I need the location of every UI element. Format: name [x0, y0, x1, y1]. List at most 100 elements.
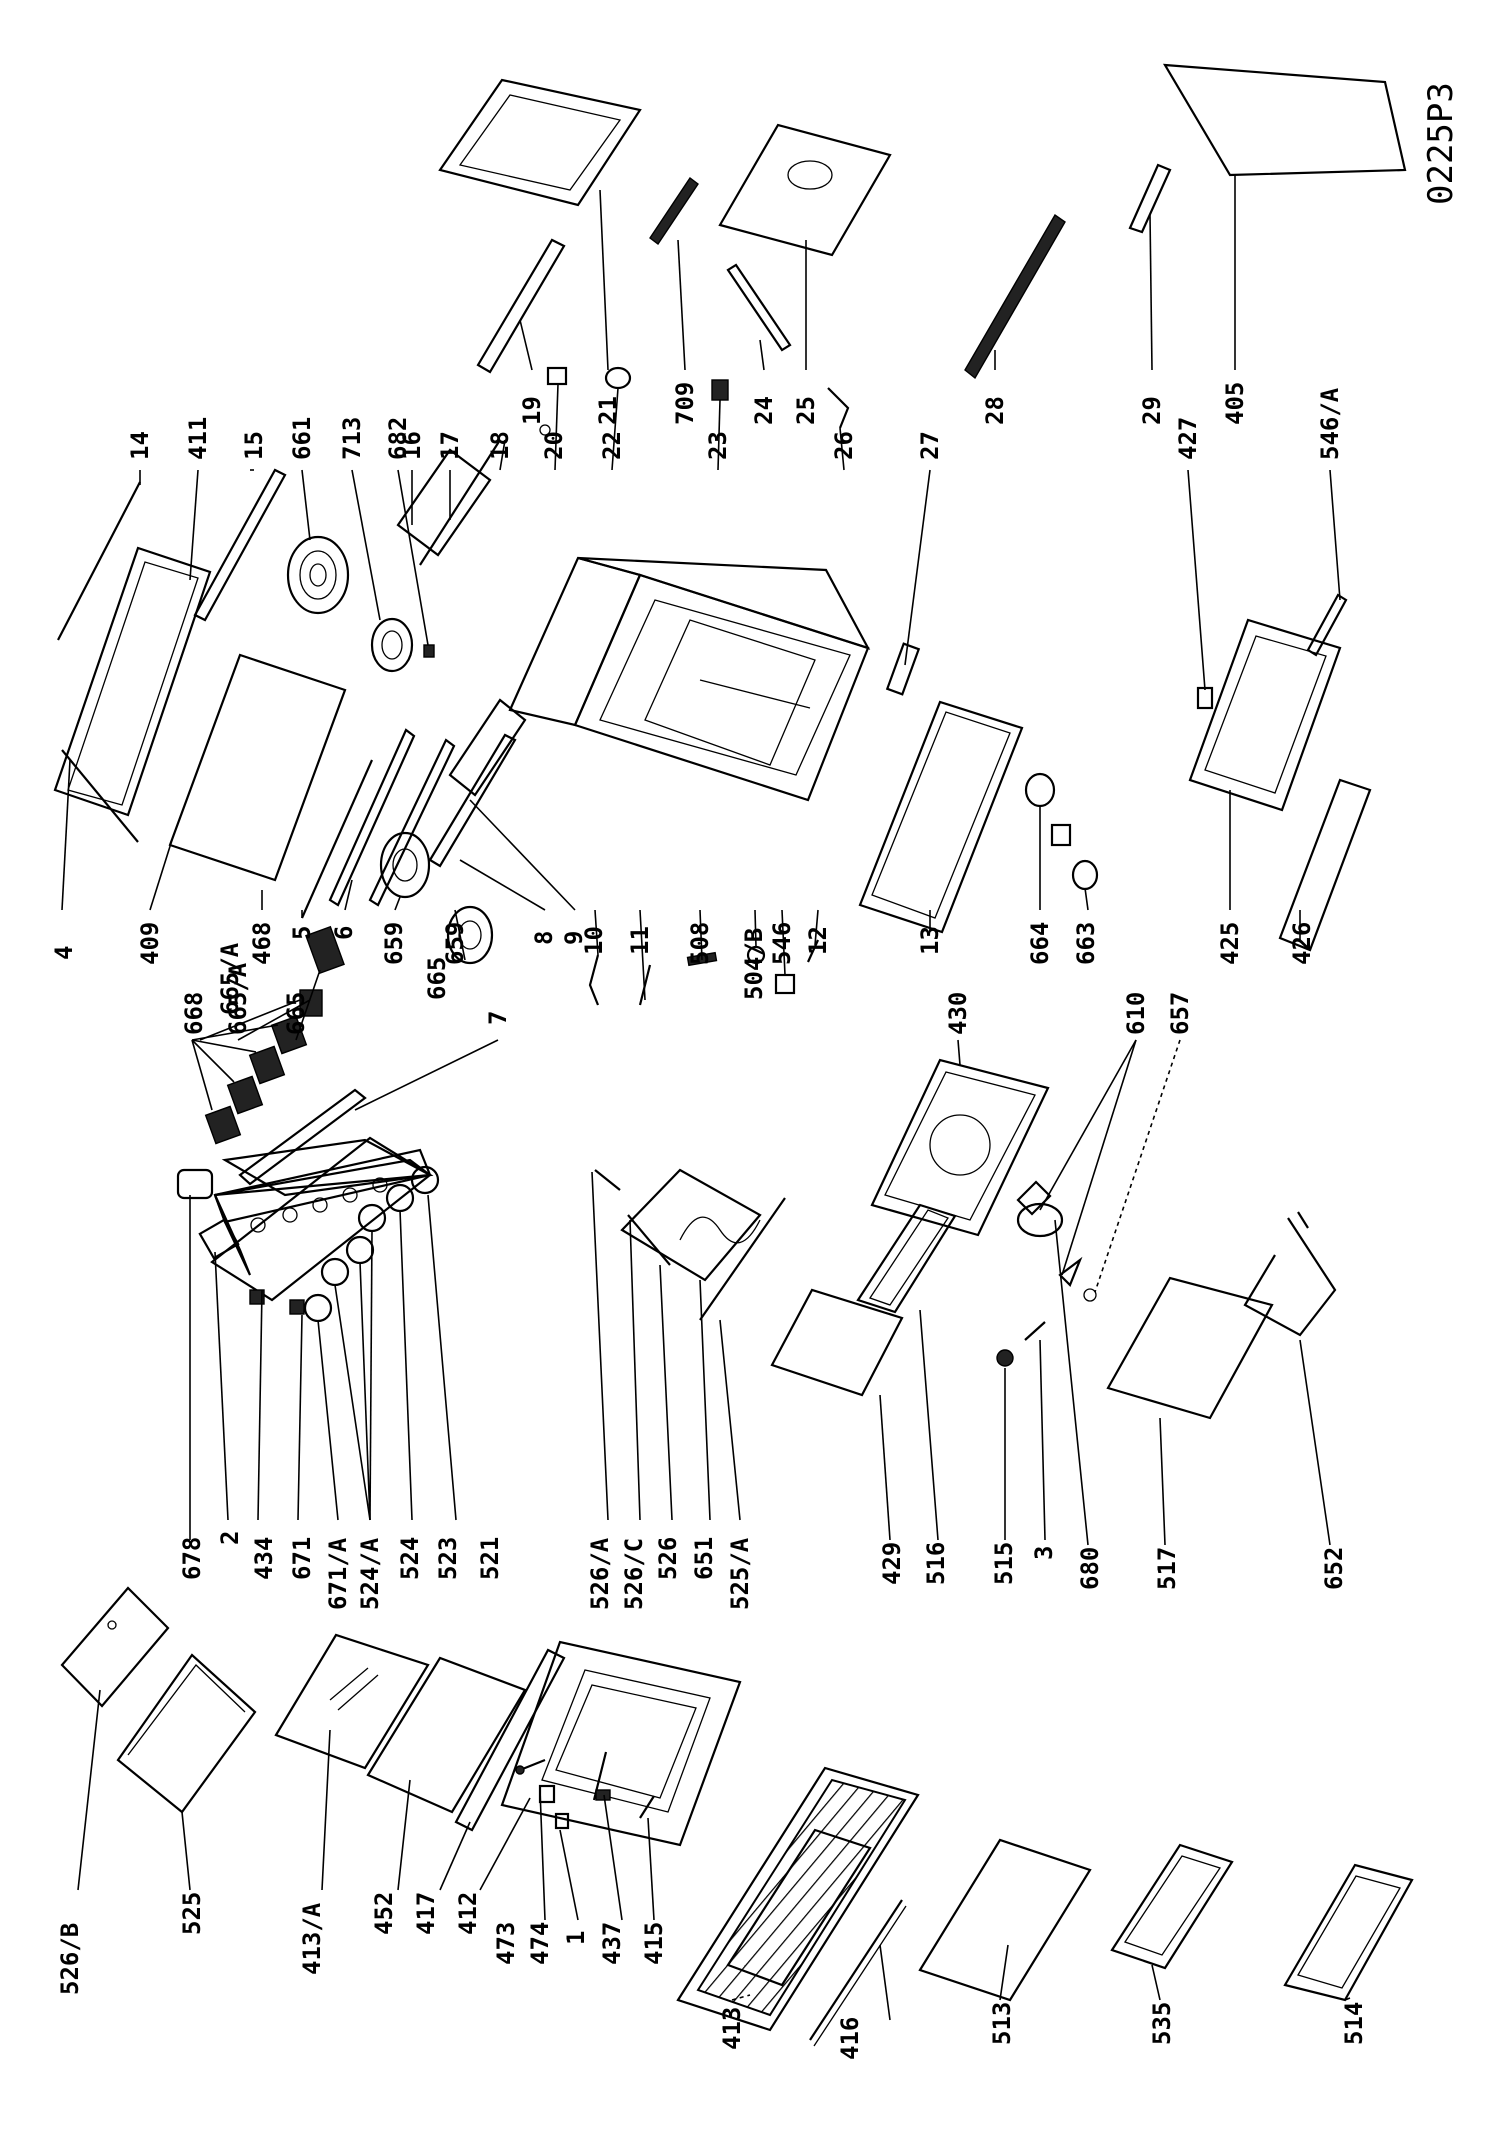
part-517-tray	[1106, 1276, 1274, 1420]
part-665a-selector	[299, 989, 323, 1017]
label-1: 1	[562, 1931, 590, 1945]
part-22-ring	[604, 366, 632, 390]
label-415: 415	[640, 1922, 668, 1965]
part-14-strip	[57, 481, 141, 641]
leader-lines	[61, 175, 1351, 2021]
label-514: 514	[1340, 2002, 1368, 2045]
part-526a-wire	[594, 1169, 621, 1191]
part-26-bracket	[827, 387, 850, 429]
part-546a-rail	[1306, 593, 1348, 657]
label-678: 678	[178, 1537, 206, 1580]
label-9: 9	[560, 931, 588, 945]
part-437-hinge	[592, 1751, 611, 1801]
part-526-rod	[627, 1214, 671, 1266]
part-411-hob-frame	[53, 546, 212, 817]
part-413a-glass	[274, 1633, 430, 1770]
label-665: 665	[282, 992, 310, 1035]
label-409: 409	[136, 922, 164, 965]
label-430: 430	[944, 992, 972, 1035]
label-13: 13	[916, 926, 944, 955]
label-508: 508	[686, 922, 714, 965]
part-474-clip	[538, 1784, 556, 1804]
part-526b-door-panel	[60, 1586, 170, 1708]
part-661-hotplate	[286, 535, 350, 615]
label-6: 6	[330, 926, 358, 940]
part-516-shelf-guides	[856, 1203, 957, 1314]
drawing-code: 0225P3	[1421, 82, 1461, 205]
label-665-b: 665	[423, 957, 451, 1000]
label-659b: 659	[441, 922, 469, 965]
part-657-fan	[1058, 1256, 1097, 1302]
label-521: 521	[476, 1537, 504, 1580]
label-18: 18	[486, 431, 514, 460]
part-473-screw	[515, 1758, 546, 1775]
part-8-strip	[428, 733, 517, 868]
label-663: 663	[1072, 922, 1100, 965]
label-709: 709	[671, 382, 699, 425]
label-525: 525	[178, 1892, 206, 1935]
label-20: 20	[540, 431, 568, 460]
label-473: 473	[492, 1922, 520, 1965]
part-3-pin	[1024, 1321, 1046, 1341]
label-12: 12	[804, 926, 832, 955]
label-680: 680	[1076, 1547, 1104, 1590]
part-652-element	[1243, 1211, 1337, 1337]
part-671a-switch	[289, 1299, 305, 1315]
part-23-bracket	[711, 379, 729, 401]
label-523: 523	[434, 1537, 462, 1580]
part-21-control-box	[438, 78, 642, 207]
part-17-strip	[419, 439, 501, 566]
label-513: 513	[988, 2002, 1016, 2045]
label-535: 535	[1148, 2002, 1176, 2045]
label-671: 671	[288, 1537, 316, 1580]
label-26: 26	[830, 431, 858, 460]
label-413: 413	[718, 2007, 746, 2050]
part-671-switch	[249, 1289, 265, 1305]
label-24: 24	[750, 396, 778, 425]
label-452: 452	[370, 1892, 398, 1935]
part-25-bracket	[718, 123, 892, 257]
part-678-timer	[176, 1168, 214, 1200]
part-4-strip	[61, 749, 139, 843]
part-525a-bar	[699, 1197, 786, 1321]
part-416-rail	[809, 1899, 907, 2047]
part-1-clip	[554, 1812, 570, 1830]
label-416: 416	[836, 2017, 864, 2060]
part-415-pin	[639, 1795, 655, 1819]
part-425-drawer	[1188, 618, 1342, 812]
label-657: 657	[1166, 992, 1194, 1035]
label-7: 7	[484, 1011, 512, 1025]
part-452-glass-inner	[366, 1656, 527, 1814]
label-23: 23	[704, 431, 732, 460]
label-713: 713	[338, 417, 366, 460]
part-434-panel-outline	[210, 1136, 432, 1302]
label-10: 10	[580, 926, 608, 955]
label-652: 652	[1320, 1547, 1348, 1590]
part-429-plate	[770, 1288, 904, 1397]
part-19-rail	[476, 238, 566, 374]
label-610: 610	[1122, 992, 1150, 1035]
label-524a: 524/A	[356, 1537, 384, 1610]
label-412: 412	[454, 1892, 482, 1935]
part-665-terminal	[305, 925, 345, 975]
part-5-strip	[328, 728, 416, 907]
label-411: 411	[184, 417, 212, 460]
part-525-door-inner	[116, 1653, 257, 1814]
label-526: 526	[654, 1537, 682, 1580]
label-474: 474	[526, 1922, 554, 1965]
label-5: 5	[288, 926, 316, 940]
label-16: 16	[398, 431, 426, 460]
part-28-handle	[964, 213, 1066, 380]
part-514-deep-tray	[1283, 1863, 1414, 2002]
part-664-motor	[1024, 772, 1072, 847]
part-412-door-frame	[500, 1640, 742, 1847]
part-7-bracket	[238, 1088, 367, 1186]
part-24-rod	[726, 263, 792, 352]
part-468-strip	[300, 759, 374, 919]
part-413-hatched-pan	[676, 1766, 920, 2032]
part-713-hotplate	[370, 617, 414, 673]
label-651: 651	[690, 1537, 718, 1580]
label-525a: 525/A	[726, 1537, 754, 1610]
part-651-grill-element	[620, 1168, 762, 1282]
label-28: 28	[981, 396, 1009, 425]
